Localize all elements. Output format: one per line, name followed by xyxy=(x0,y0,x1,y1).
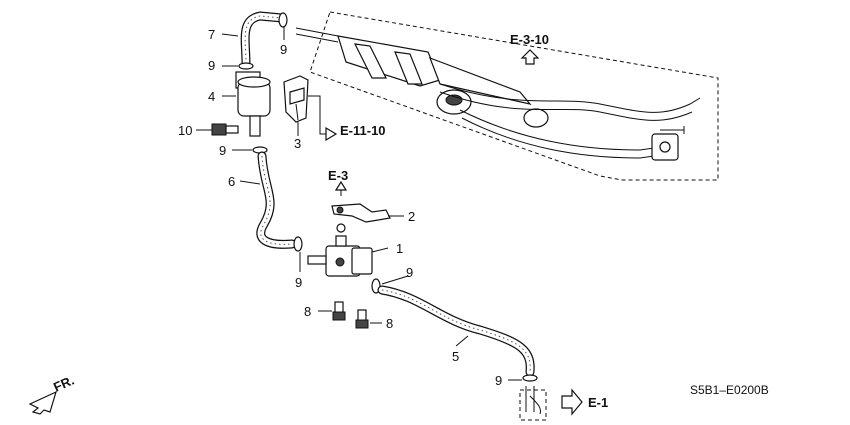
callout-8-right: 8 xyxy=(386,316,393,331)
arrow-e11-10 xyxy=(325,126,338,142)
callout-4: 4 xyxy=(208,89,215,104)
clamp-9-bottom xyxy=(522,374,538,382)
ref-e-3: E-3 xyxy=(328,168,348,183)
outlet-pipe xyxy=(519,386,547,421)
callout-9-c: 9 xyxy=(280,42,287,57)
ref-e-11-10: E-11-10 xyxy=(340,123,386,138)
arrow-up-e3 xyxy=(334,180,348,196)
clamp-9-mid-left xyxy=(293,236,303,252)
callout-9-b: 9 xyxy=(219,143,226,158)
fuel-rail-assembly xyxy=(295,11,719,181)
bolt-10 xyxy=(211,123,239,136)
bracket-3 xyxy=(283,75,309,123)
bolt-8-right xyxy=(355,309,369,329)
front-arrow xyxy=(28,390,57,415)
hose-6 xyxy=(256,151,297,249)
arrow-right-e1 xyxy=(561,388,583,416)
ref-e-1: E-1 xyxy=(588,395,608,410)
callout-9-d: 9 xyxy=(406,265,413,280)
hose-5 xyxy=(377,285,535,377)
fuel-filter-4 xyxy=(235,71,271,137)
callout-1: 1 xyxy=(396,241,403,256)
leader-lines xyxy=(196,26,522,381)
callout-9-e: 9 xyxy=(295,275,302,290)
rail-boundary xyxy=(309,11,719,181)
bracket-2 xyxy=(331,203,391,223)
callout-2: 2 xyxy=(408,209,415,224)
clamp-9-upper-left xyxy=(238,62,254,70)
callout-5: 5 xyxy=(452,349,459,364)
bolt-8-left xyxy=(332,301,346,321)
valve-1 xyxy=(307,223,373,277)
upper-hose-7 xyxy=(240,11,287,69)
diagram-code: S5B1–E0200B xyxy=(690,383,769,397)
callout-9-f: 9 xyxy=(495,373,502,388)
callout-10: 10 xyxy=(178,123,192,138)
clamp-9-top xyxy=(278,12,288,28)
callout-3: 3 xyxy=(294,136,301,151)
ref-e-3-10: E-3-10 xyxy=(510,32,549,47)
callout-6: 6 xyxy=(228,174,235,189)
callout-9-a: 9 xyxy=(208,58,215,73)
front-label: FR. xyxy=(51,373,76,395)
arrow-up-top-right xyxy=(520,49,540,65)
callout-8-left: 8 xyxy=(304,304,311,319)
callout-7: 7 xyxy=(208,27,215,42)
